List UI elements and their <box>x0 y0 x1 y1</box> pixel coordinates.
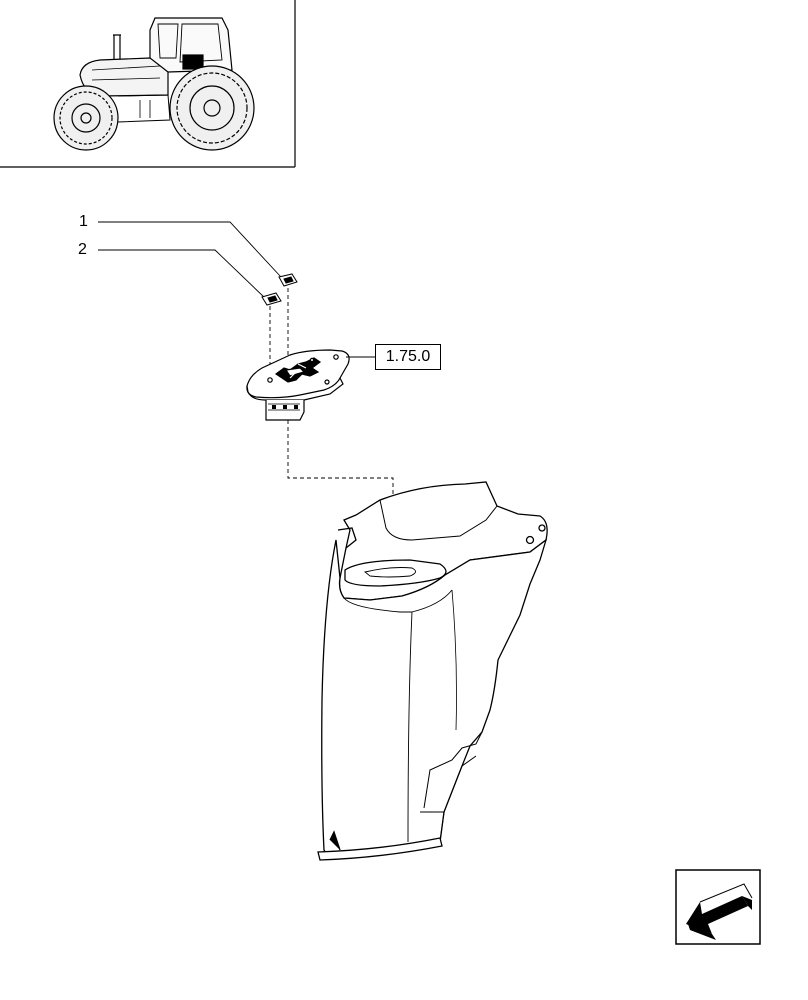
shift-plate <box>246 349 350 421</box>
reference-link-box[interactable]: 1.75.0 <box>375 344 441 370</box>
leader-lines <box>98 221 282 299</box>
tractor-icon <box>53 17 255 151</box>
part-clip-1 <box>278 273 298 287</box>
assembly-lines <box>269 288 394 570</box>
navigation-arrow-button[interactable] <box>676 870 760 944</box>
arrow-down-left-icon <box>675 869 761 945</box>
callout-label-2: 2 <box>78 241 87 258</box>
part-clip-2 <box>261 292 282 306</box>
callout-label-1: 1 <box>79 213 88 230</box>
thumbnail-frame <box>0 0 296 168</box>
side-panel <box>317 481 548 861</box>
